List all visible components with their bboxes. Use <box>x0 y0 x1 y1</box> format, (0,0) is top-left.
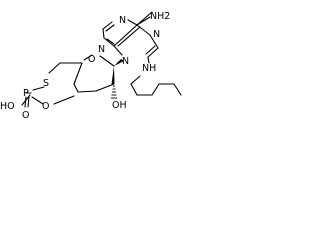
p-hydroxyl-label: HO <box>0 101 15 112</box>
structure-diagram: NH2 N N N N O OH O P S HO O NH <box>0 11 182 121</box>
n-atom-label: N <box>119 15 126 26</box>
ring-oxygen-label: O <box>88 54 95 65</box>
phosphate-oxygen-label: O <box>42 101 49 112</box>
hydroxyl-label: OH <box>112 100 127 111</box>
pyrimidine-ring <box>102 11 153 47</box>
amino-label: NH2 <box>150 11 170 22</box>
phosphate-ring <box>21 62 83 108</box>
phosphorus-label: P <box>23 88 29 99</box>
amino-bond <box>136 16 151 26</box>
glycosidic-wedge <box>114 59 124 66</box>
n-atom-label: N <box>153 29 160 40</box>
n-atom-label: N <box>98 44 105 55</box>
ribose-ring <box>73 54 115 93</box>
amine-nh-label: NH <box>142 63 156 74</box>
p-oxo-label: O <box>22 110 29 121</box>
n-atom-label: N <box>122 56 129 67</box>
sulfur-label: S <box>43 78 49 89</box>
imidazole-ring <box>113 24 159 58</box>
hydroxyl-hash <box>111 85 117 99</box>
hexyl-chain <box>130 56 182 96</box>
